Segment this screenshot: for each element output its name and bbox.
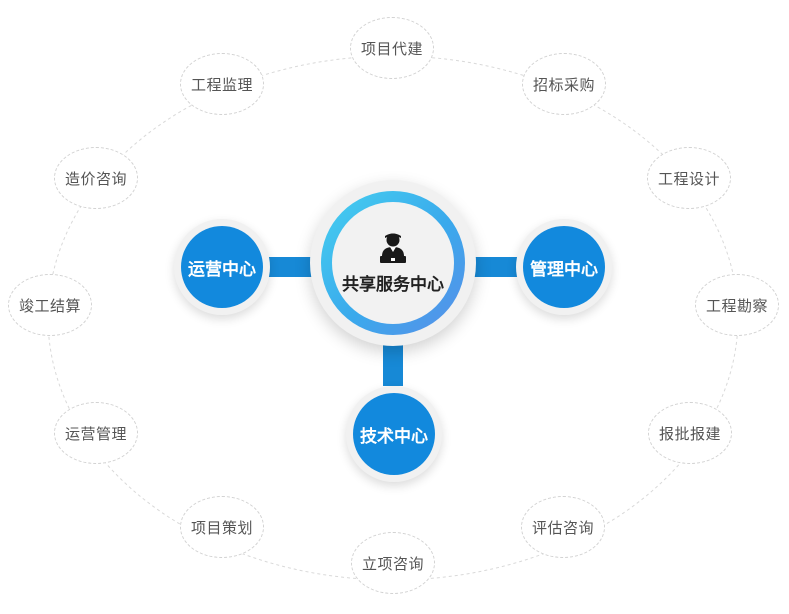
ring-node-label: 项目代建 — [360, 39, 423, 58]
ring-node-completion-settlement[interactable]: 竣工结算 — [8, 274, 92, 336]
ring-node-label: 评估咨询 — [531, 518, 594, 537]
hub-gradient-ring: 共享服务中心 — [321, 191, 465, 335]
satellite-technology-center[interactable]: 技术中心 — [346, 386, 442, 482]
satellite-label: 管理中心 — [530, 259, 598, 280]
connector-left — [268, 257, 316, 277]
ring-node-engineering-survey[interactable]: 工程勘察 — [695, 274, 779, 336]
connector-right — [470, 257, 520, 277]
satellite-label: 运营中心 — [188, 259, 256, 280]
satellite-inner: 运营中心 — [181, 226, 263, 308]
ring-node-tender-procurement[interactable]: 招标采购 — [522, 53, 606, 115]
hub-inner: 共享服务中心 — [332, 202, 454, 324]
ring-node-label: 造价咨询 — [64, 169, 127, 188]
ring-node-label: 工程设计 — [657, 169, 720, 188]
ring-node-operation-management[interactable]: 运营管理 — [54, 402, 138, 464]
ring-node-label: 工程监理 — [190, 75, 253, 94]
ring-node-label: 工程勘察 — [705, 296, 768, 315]
satellite-management-center[interactable]: 管理中心 — [516, 219, 612, 315]
hub-shared-service-center[interactable]: 共享服务中心 — [310, 180, 476, 346]
ring-node-engineering-supervision[interactable]: 工程监理 — [180, 53, 264, 115]
ring-node-label: 项目策划 — [190, 518, 253, 537]
ring-node-label: 竣工结算 — [18, 296, 81, 315]
ring-node-label: 运营管理 — [64, 424, 127, 443]
satellite-operations-center[interactable]: 运营中心 — [174, 219, 270, 315]
connector-bottom — [383, 340, 403, 386]
ring-node-engineering-design[interactable]: 工程设计 — [647, 147, 731, 209]
ring-node-project-agent[interactable]: 项目代建 — [350, 17, 434, 79]
ring-node-label: 报批报建 — [658, 424, 721, 443]
satellite-inner: 管理中心 — [523, 226, 605, 308]
ring-node-evaluation-consulting[interactable]: 评估咨询 — [521, 496, 605, 558]
hub-label: 共享服务中心 — [342, 274, 444, 295]
ring-node-approval-filing[interactable]: 报批报建 — [648, 402, 732, 464]
ring-node-label: 招标采购 — [532, 75, 595, 94]
user-laptop-icon — [380, 233, 406, 263]
satellite-label: 技术中心 — [360, 426, 428, 447]
satellite-inner: 技术中心 — [353, 393, 435, 475]
ring-node-project-approval-consulting[interactable]: 立项咨询 — [351, 532, 435, 594]
ring-node-cost-consulting[interactable]: 造价咨询 — [54, 147, 138, 209]
ring-node-project-planning[interactable]: 项目策划 — [180, 496, 264, 558]
ring-node-label: 立项咨询 — [361, 554, 424, 573]
